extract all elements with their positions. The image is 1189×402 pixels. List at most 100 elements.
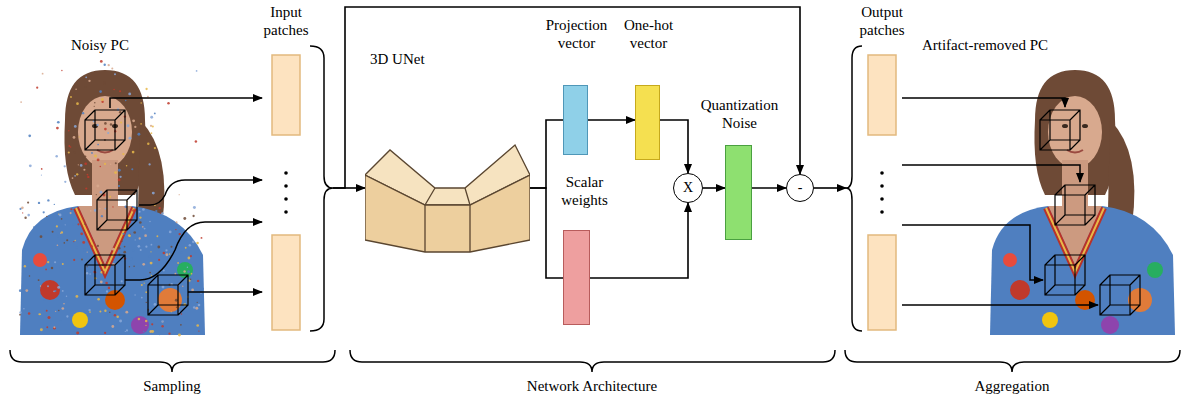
noise-point	[132, 209, 135, 212]
noise-point	[100, 191, 103, 194]
noise-point	[82, 295, 83, 296]
vector-bar: Scalar weights	[563, 230, 590, 325]
noise-point	[100, 281, 103, 284]
noise-point	[19, 208, 21, 210]
noise-point	[73, 259, 75, 261]
noise-point	[103, 82, 106, 85]
noise-point	[96, 124, 99, 127]
noise-point	[29, 275, 31, 277]
noise-point	[111, 67, 113, 69]
noise-point	[80, 232, 83, 235]
noise-point	[183, 217, 186, 220]
noise-point	[94, 106, 95, 107]
noise-point	[130, 258, 133, 261]
noise-point	[89, 311, 91, 313]
noise-point	[154, 303, 157, 306]
noise-point	[128, 234, 131, 237]
noise-point	[55, 155, 58, 158]
noise-point	[74, 151, 76, 153]
node-heading: 3D UNet	[370, 50, 470, 68]
vector-bar: One-hot vector	[635, 85, 660, 160]
noise-point	[106, 290, 108, 292]
sampling-arrow	[188, 291, 262, 293]
patch	[868, 55, 896, 135]
patch-group: Input patches	[265, 45, 333, 332]
noise-point	[64, 242, 66, 244]
noise-point	[179, 233, 181, 235]
noise-point	[171, 246, 173, 248]
noise-point	[188, 257, 191, 260]
section-braces	[10, 350, 1180, 372]
noise-point	[167, 102, 170, 105]
noise-point	[88, 80, 90, 82]
noise-point	[121, 241, 122, 242]
noise-point	[126, 165, 128, 167]
noise-point	[19, 289, 22, 292]
noise-point	[104, 83, 105, 84]
noise-point	[38, 313, 40, 315]
noise-point	[150, 116, 153, 119]
noise-point	[33, 226, 35, 228]
noise-point	[142, 208, 145, 211]
noise-point	[51, 267, 54, 270]
patch	[272, 55, 300, 135]
node-heading: One-hot vector	[609, 16, 689, 52]
noise-point	[156, 235, 158, 237]
noise-point	[99, 208, 101, 210]
noise-point	[57, 286, 60, 289]
noise-point	[151, 275, 152, 276]
noise-point	[104, 122, 107, 125]
noise-point	[193, 206, 196, 209]
noise-point	[75, 246, 78, 249]
cube	[97, 190, 137, 230]
cube	[148, 275, 188, 315]
section-label: Sampling	[143, 377, 201, 395]
unet-shape	[365, 130, 530, 255]
noise-point	[87, 251, 88, 252]
noise-point	[122, 259, 125, 262]
noise-point	[118, 247, 121, 250]
noise-point	[185, 247, 187, 249]
noise-point	[180, 252, 183, 255]
noise-point	[128, 137, 131, 140]
noise-point	[99, 310, 101, 312]
noise-point	[118, 185, 120, 187]
noise-point	[145, 88, 147, 90]
noise-point	[63, 240, 65, 242]
noise-point	[23, 308, 25, 310]
noise-point	[190, 278, 192, 280]
noise-point	[105, 282, 108, 285]
noise-point	[77, 223, 79, 225]
noise-point	[76, 331, 79, 334]
noise-point	[63, 303, 65, 305]
noise-point	[84, 223, 86, 225]
unet-edge	[425, 188, 470, 252]
noise-point	[48, 316, 51, 319]
noise-point	[84, 155, 86, 157]
ellipsis-dot	[880, 184, 884, 188]
noise-point	[53, 283, 55, 285]
noise-point	[139, 237, 141, 239]
cube	[85, 110, 125, 150]
noise-point	[129, 235, 131, 237]
noise-point	[122, 153, 124, 155]
noise-point	[65, 224, 66, 225]
noise-point	[108, 287, 111, 290]
noise-point	[158, 332, 161, 335]
clean-point-cloud	[990, 70, 1175, 335]
section-label: Network Architecture	[527, 377, 657, 395]
connector	[703, 187, 725, 189]
noise-point	[43, 211, 45, 213]
noise-point	[96, 184, 99, 187]
noise-point	[85, 76, 87, 78]
noise-point	[74, 125, 77, 128]
noise-point	[183, 270, 185, 272]
noise-point	[101, 101, 103, 103]
noise-point	[149, 272, 151, 274]
noise-point	[126, 329, 128, 331]
noise-point	[109, 196, 111, 198]
noise-point	[29, 164, 32, 167]
noise-point	[40, 235, 43, 238]
noise-point	[125, 100, 127, 102]
noise-point	[195, 140, 198, 143]
